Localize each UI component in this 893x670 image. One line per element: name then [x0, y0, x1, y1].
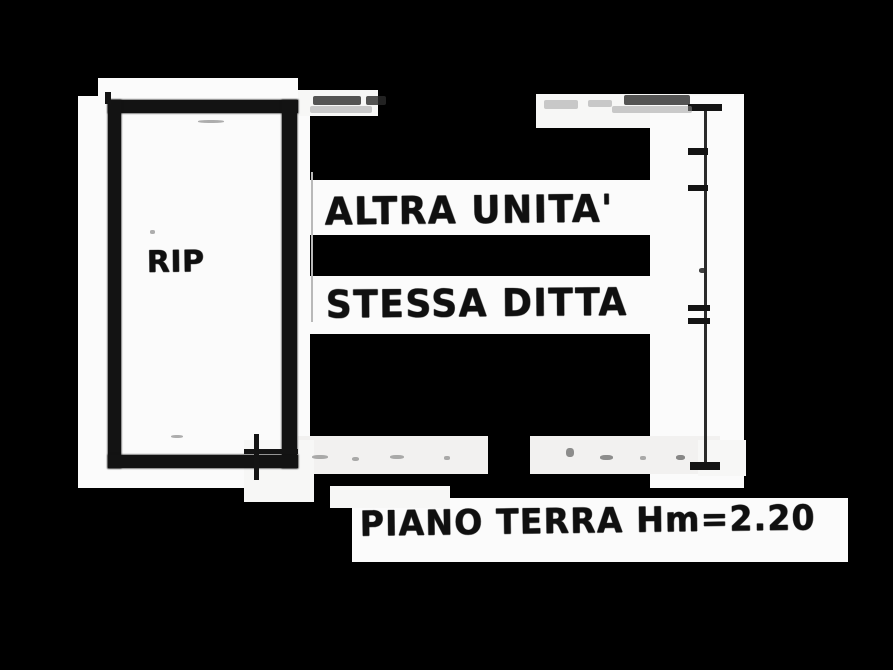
paper-region-caption	[352, 498, 848, 562]
scan-smudge-d	[544, 100, 578, 109]
paper-region-bottom-b	[530, 436, 720, 474]
scan-speckle-10	[198, 120, 224, 123]
annotation-piano-terra: PIANO TERRA Hm=2.20	[359, 496, 816, 545]
scan-speckle-1	[171, 435, 183, 438]
scan-smudge-c	[310, 106, 372, 113]
scan-smudge-g	[612, 106, 692, 113]
dimension-tick-1	[688, 148, 708, 155]
annotation-altra-unita: ALTRA UNITA'	[324, 187, 614, 235]
letterbox-left	[0, 0, 78, 670]
wall-tick-top-left	[105, 92, 111, 104]
scan-speckle-7	[600, 455, 613, 460]
scan-speckle-9	[676, 455, 685, 460]
dimension-arrow-bottom	[690, 462, 720, 470]
scan-smudge-a	[313, 96, 361, 105]
wall-tick-bottom-h	[244, 449, 298, 454]
scan-speckle-11	[150, 230, 155, 234]
scan-smudge-b	[366, 96, 386, 105]
wall-tick-bottom-v	[254, 434, 259, 480]
letterbox-bottom	[0, 570, 893, 670]
scan-speckle-6	[566, 448, 574, 457]
paper-region-line-2	[308, 276, 710, 334]
letterbox-right	[848, 0, 893, 670]
scan-speckle-5	[444, 456, 450, 460]
rip-wall-top	[108, 100, 298, 113]
scan-speckle-3	[352, 457, 359, 461]
dimension-tick-2	[688, 185, 708, 191]
dimension-arrow-top	[688, 104, 722, 111]
scan-smudge-e	[588, 100, 612, 107]
scan-speckle-2	[312, 455, 328, 459]
dimension-speck	[699, 268, 706, 273]
paper-region-caption-tab	[330, 486, 450, 508]
annotation-stessa-ditta: STESSA DITTA	[325, 281, 629, 328]
rip-wall-left	[108, 100, 121, 468]
paper-region-line-1	[304, 180, 724, 235]
scan-speckle-4	[390, 455, 404, 459]
dimension-tick-3	[688, 305, 710, 311]
rip-wall-right	[282, 100, 297, 468]
scan-smudge-f	[624, 95, 690, 105]
rip-wall-bottom	[108, 455, 298, 468]
dimension-tick-4	[688, 318, 710, 324]
scan-speckle-8	[640, 456, 646, 460]
letterbox-top	[0, 0, 893, 78]
dimension-line-vertical	[704, 108, 707, 468]
interior-reference-line	[311, 172, 313, 322]
room-label-rip: RIP	[146, 244, 205, 280]
